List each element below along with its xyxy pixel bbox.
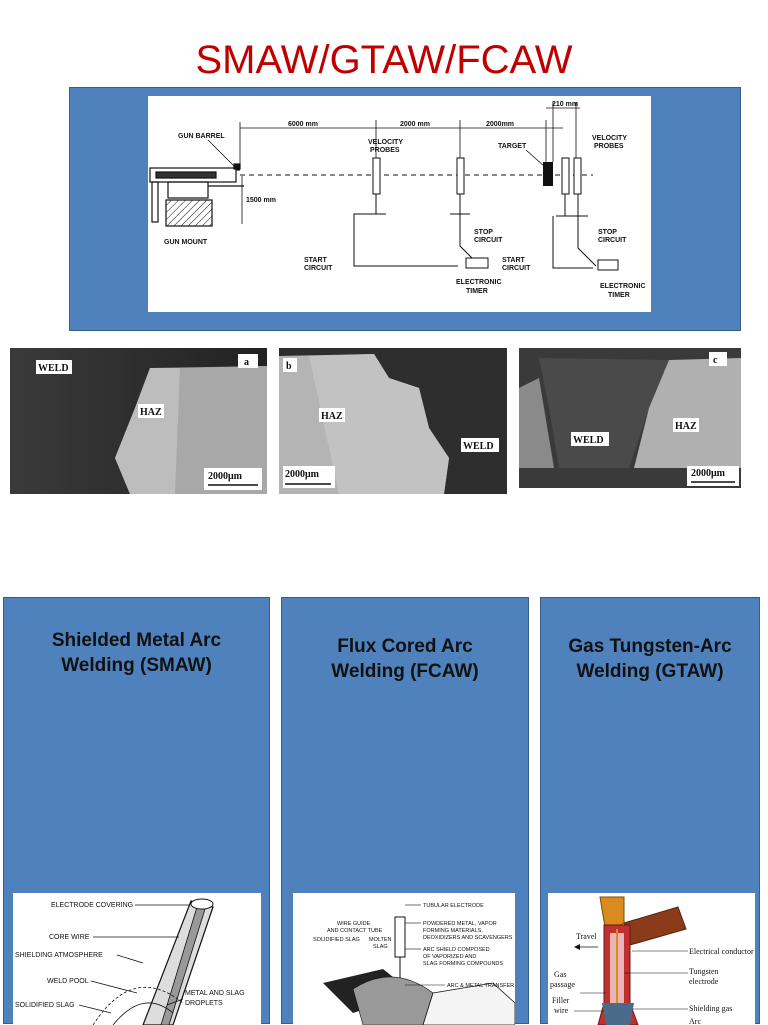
micrograph-c-letter: c <box>713 355 718 366</box>
start-circuit-1-label-2: CIRCUIT <box>304 265 333 272</box>
distance-210-label: 210 mm <box>552 101 578 108</box>
molten-slag-label-2: SLAG <box>373 944 388 950</box>
timer-1-label-2: TIMER <box>466 288 488 295</box>
micrograph-b-scale: 2000μm <box>285 469 320 480</box>
arc-shield-label-2: OF VAPORIZED AND <box>423 954 476 960</box>
solidified-slag-label: SOLIDIFIED SLAG <box>15 1002 75 1009</box>
smaw-diagram: ELECTRODE COVERING CORE WIRE SHIELDING A… <box>13 893 261 1025</box>
arc-label: Arc <box>689 1017 701 1025</box>
tubular-electrode-label: TUBULAR ELECTRODE <box>423 903 484 909</box>
start-circuit-2-label-2: CIRCUIT <box>502 265 531 272</box>
top-dimension-line <box>239 102 580 166</box>
core-wire-label: CORE WIRE <box>49 934 90 941</box>
molten-slag-label: MOLTEN <box>369 937 392 943</box>
target-label: TARGET <box>498 143 527 150</box>
gtaw-title-line-1: Gas Tungsten-Arc <box>568 636 732 657</box>
smaw-card: Shielded Metal Arc Welding (SMAW) ELECTR… <box>3 597 270 1025</box>
tungsten-electrode-label: Tungsten <box>689 967 719 976</box>
stop-circuit-2-label-2: CIRCUIT <box>598 237 627 244</box>
weld-pool-label: WELD POOL <box>47 978 89 985</box>
micrograph-b-letter: b <box>286 361 292 372</box>
shielding-atmosphere-label: SHIELDING ATMOSPHERE <box>15 952 103 959</box>
micrograph-b-weld: WELD <box>463 441 494 452</box>
smaw-title-line-1: Shielded Metal Arc <box>51 630 222 651</box>
gtaw-diagram-svg: Travel Electrical conductor Tungsten ele… <box>550 896 754 1025</box>
smaw-title-line-2: Welding (SMAW) <box>61 655 212 676</box>
micrograph-c-weld: WELD <box>573 435 604 446</box>
metal-slag-label: METAL AND SLAG <box>185 990 245 997</box>
tungsten-electrode-label-2: electrode <box>689 977 719 986</box>
micrograph-a-haz: HAZ <box>140 407 162 418</box>
micrograph-b: b HAZ WELD 2000μm <box>279 348 507 494</box>
powdered-metal-label-3: DEOXIDIZERS AND SCAVENGERS <box>423 935 513 941</box>
fcaw-diagram: TUBULAR ELECTRODE POWDERED METAL, VAPOR … <box>293 893 515 1025</box>
electrode-covering-label: ELECTRODE COVERING <box>51 902 133 909</box>
arc-metal-transfer-label: ARC & METAL TRANSFER <box>447 983 514 989</box>
micrograph-a-scale: 2000μm <box>208 471 243 482</box>
target-marker <box>543 162 553 186</box>
metal-slag-label-2: DROPLETS <box>185 1000 223 1007</box>
velocity-probes-2-label: VELOCITY <box>592 135 627 142</box>
gas-passage-label: Gas <box>554 970 566 979</box>
start-circuit-2-label: START <box>502 257 526 264</box>
travel-label: Travel <box>576 932 597 941</box>
micrograph-c-haz: HAZ <box>675 421 697 432</box>
velocity-probes-1 <box>366 157 470 215</box>
fcaw-title-line-2: Welding (FCAW) <box>331 661 479 682</box>
gtaw-diagram: Travel Electrical conductor Tungsten ele… <box>548 893 755 1025</box>
stop-circuit-1-label: STOP <box>474 229 493 236</box>
electrical-conductor-label: Electrical conductor <box>689 947 754 956</box>
range-diagram-svg: GUN BARREL GUN MOUNT 1500 mm 6000 mm 200… <box>149 101 646 299</box>
circuit-wiring <box>353 213 619 271</box>
gtaw-card: Gas Tungsten-Arc Welding (GTAW) Travel E… <box>540 597 760 1025</box>
stop-circuit-1-label-2: CIRCUIT <box>474 237 503 244</box>
filler-wire-label-2: wire <box>554 1006 569 1015</box>
fcaw-diagram-svg: TUBULAR ELECTRODE POWDERED METAL, VAPOR … <box>313 903 515 1025</box>
wire-guide-label: WIRE GUIDE <box>337 921 371 927</box>
velocity-probes-1-label-2: PROBES <box>370 147 400 154</box>
powdered-metal-label: POWDERED METAL, VAPOR <box>423 921 497 927</box>
micrograph-c-scale: 2000μm <box>691 468 726 479</box>
page-title: SMAW/GTAW/FCAW <box>195 38 573 82</box>
timer-2-label-2: TIMER <box>608 292 630 299</box>
fcaw-title-line-1: Flux Cored Arc <box>337 636 473 657</box>
micrograph-a-letter: a <box>244 357 249 368</box>
powdered-metal-label-2: FORMING MATERIALS, <box>423 928 483 934</box>
micrograph-c-svg: c WELD HAZ 2000μm <box>519 348 741 488</box>
micrograph-b-haz: HAZ <box>321 411 343 422</box>
start-circuit-1-label: START <box>304 257 328 264</box>
timer-2-label: ELECTRONIC <box>600 283 646 290</box>
velocity-probes-2 <box>556 157 588 217</box>
filler-wire-label: Filler <box>552 996 570 1005</box>
micrograph-a-weld: WELD <box>38 363 69 374</box>
fcaw-card: Flux Cored Arc Welding (FCAW) TUBULAR EL… <box>281 597 529 1025</box>
timer-1-label: ELECTRONIC <box>456 279 502 286</box>
micrograph-a: a WELD HAZ 2000μm <box>10 348 267 494</box>
stop-circuit-2-label: STOP <box>598 229 617 236</box>
gun-barrel-label: GUN BARREL <box>178 133 225 140</box>
shielding-gas-label: Shielding gas <box>689 1004 732 1013</box>
ballistic-range-diagram: GUN BARREL GUN MOUNT 1500 mm 6000 mm 200… <box>148 96 651 312</box>
micrograph-a-svg: a WELD HAZ 2000μm <box>10 348 267 494</box>
fcaw-solidified-slag-label: SOLIDIFIED SLAG <box>313 937 360 943</box>
gas-passage-label-2: passage <box>550 980 575 989</box>
height-dimension-label: 1500 mm <box>246 197 276 204</box>
micrograph-b-svg: b HAZ WELD 2000μm <box>279 348 507 494</box>
smaw-diagram-svg: ELECTRODE COVERING CORE WIRE SHIELDING A… <box>15 898 245 1025</box>
distance-6000-label: 6000 mm <box>288 121 318 128</box>
arc-shield-label-3: SLAG FORMING COMPOUNDS <box>423 961 503 967</box>
velocity-probes-1-label: VELOCITY <box>368 139 403 146</box>
velocity-probes-2-label-2: PROBES <box>594 143 624 150</box>
distance-2000a-label: 2000 mm <box>400 121 430 128</box>
distance-2000b-label: 2000mm <box>486 121 514 128</box>
gtaw-title-line-2: Welding (GTAW) <box>576 661 724 682</box>
wire-guide-label-2: AND CONTACT TUBE <box>327 928 383 934</box>
gun-mount-label: GUN MOUNT <box>164 239 208 246</box>
gun-assembly <box>149 163 244 227</box>
micrograph-c: c WELD HAZ 2000μm <box>519 348 741 488</box>
arc-shield-label: ARC SHIELD COMPOSED <box>423 947 490 953</box>
